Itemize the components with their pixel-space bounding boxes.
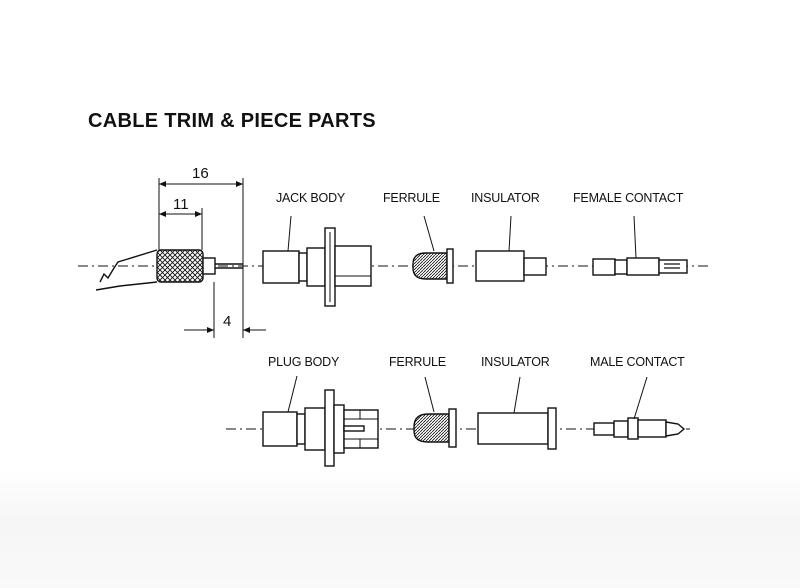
ferrule-top-label: FERRULE xyxy=(383,191,440,205)
jack-body xyxy=(262,227,372,307)
cable-braid xyxy=(156,249,204,283)
bottom-assembly: PLUG BODY FERRULE INSULATOR xyxy=(226,355,690,467)
ferrule-bottom-leader xyxy=(424,376,435,413)
male-contact xyxy=(593,417,686,440)
ferrule-top xyxy=(412,248,454,284)
ferrule-bottom-label: FERRULE xyxy=(389,355,446,369)
cable-jacket-lower xyxy=(95,281,158,291)
jack-body-leader xyxy=(287,215,292,252)
insulator-bottom xyxy=(477,407,557,450)
dimension-4: 4 xyxy=(184,282,266,338)
plug-body xyxy=(262,389,379,467)
insulator-top-label: INSULATOR xyxy=(471,191,540,205)
female-contact xyxy=(592,257,688,276)
dimension-11-label: 11 xyxy=(173,196,189,213)
male-contact-leader xyxy=(633,376,648,420)
cable-jacket-upper xyxy=(99,249,158,283)
diagram-title: CABLE TRIM & PIECE PARTS xyxy=(88,110,376,132)
male-contact-label: MALE CONTACT xyxy=(590,355,685,369)
female-contact-label: FEMALE CONTACT xyxy=(573,191,684,205)
dimension-4-label: 4 xyxy=(223,313,231,330)
jack-body-label: JACK BODY xyxy=(276,191,346,205)
insulator-bottom-label: INSULATOR xyxy=(481,355,550,369)
top-assembly: 16 11 4 xyxy=(78,165,712,338)
insulator-top xyxy=(475,250,547,282)
cable-dielectric xyxy=(202,257,216,275)
dimension-16: 16 xyxy=(158,165,244,338)
insulator-bottom-leader xyxy=(513,376,521,414)
plug-body-leader xyxy=(287,375,298,413)
plug-body-label: PLUG BODY xyxy=(268,355,340,369)
ferrule-top-leader xyxy=(423,215,435,252)
dimension-11: 11 xyxy=(159,196,203,250)
dimension-16-label: 16 xyxy=(192,165,209,182)
insulator-top-leader xyxy=(508,215,512,252)
female-contact-leader xyxy=(633,215,637,259)
ferrule-bottom xyxy=(413,408,457,448)
cable-trim xyxy=(95,249,243,291)
